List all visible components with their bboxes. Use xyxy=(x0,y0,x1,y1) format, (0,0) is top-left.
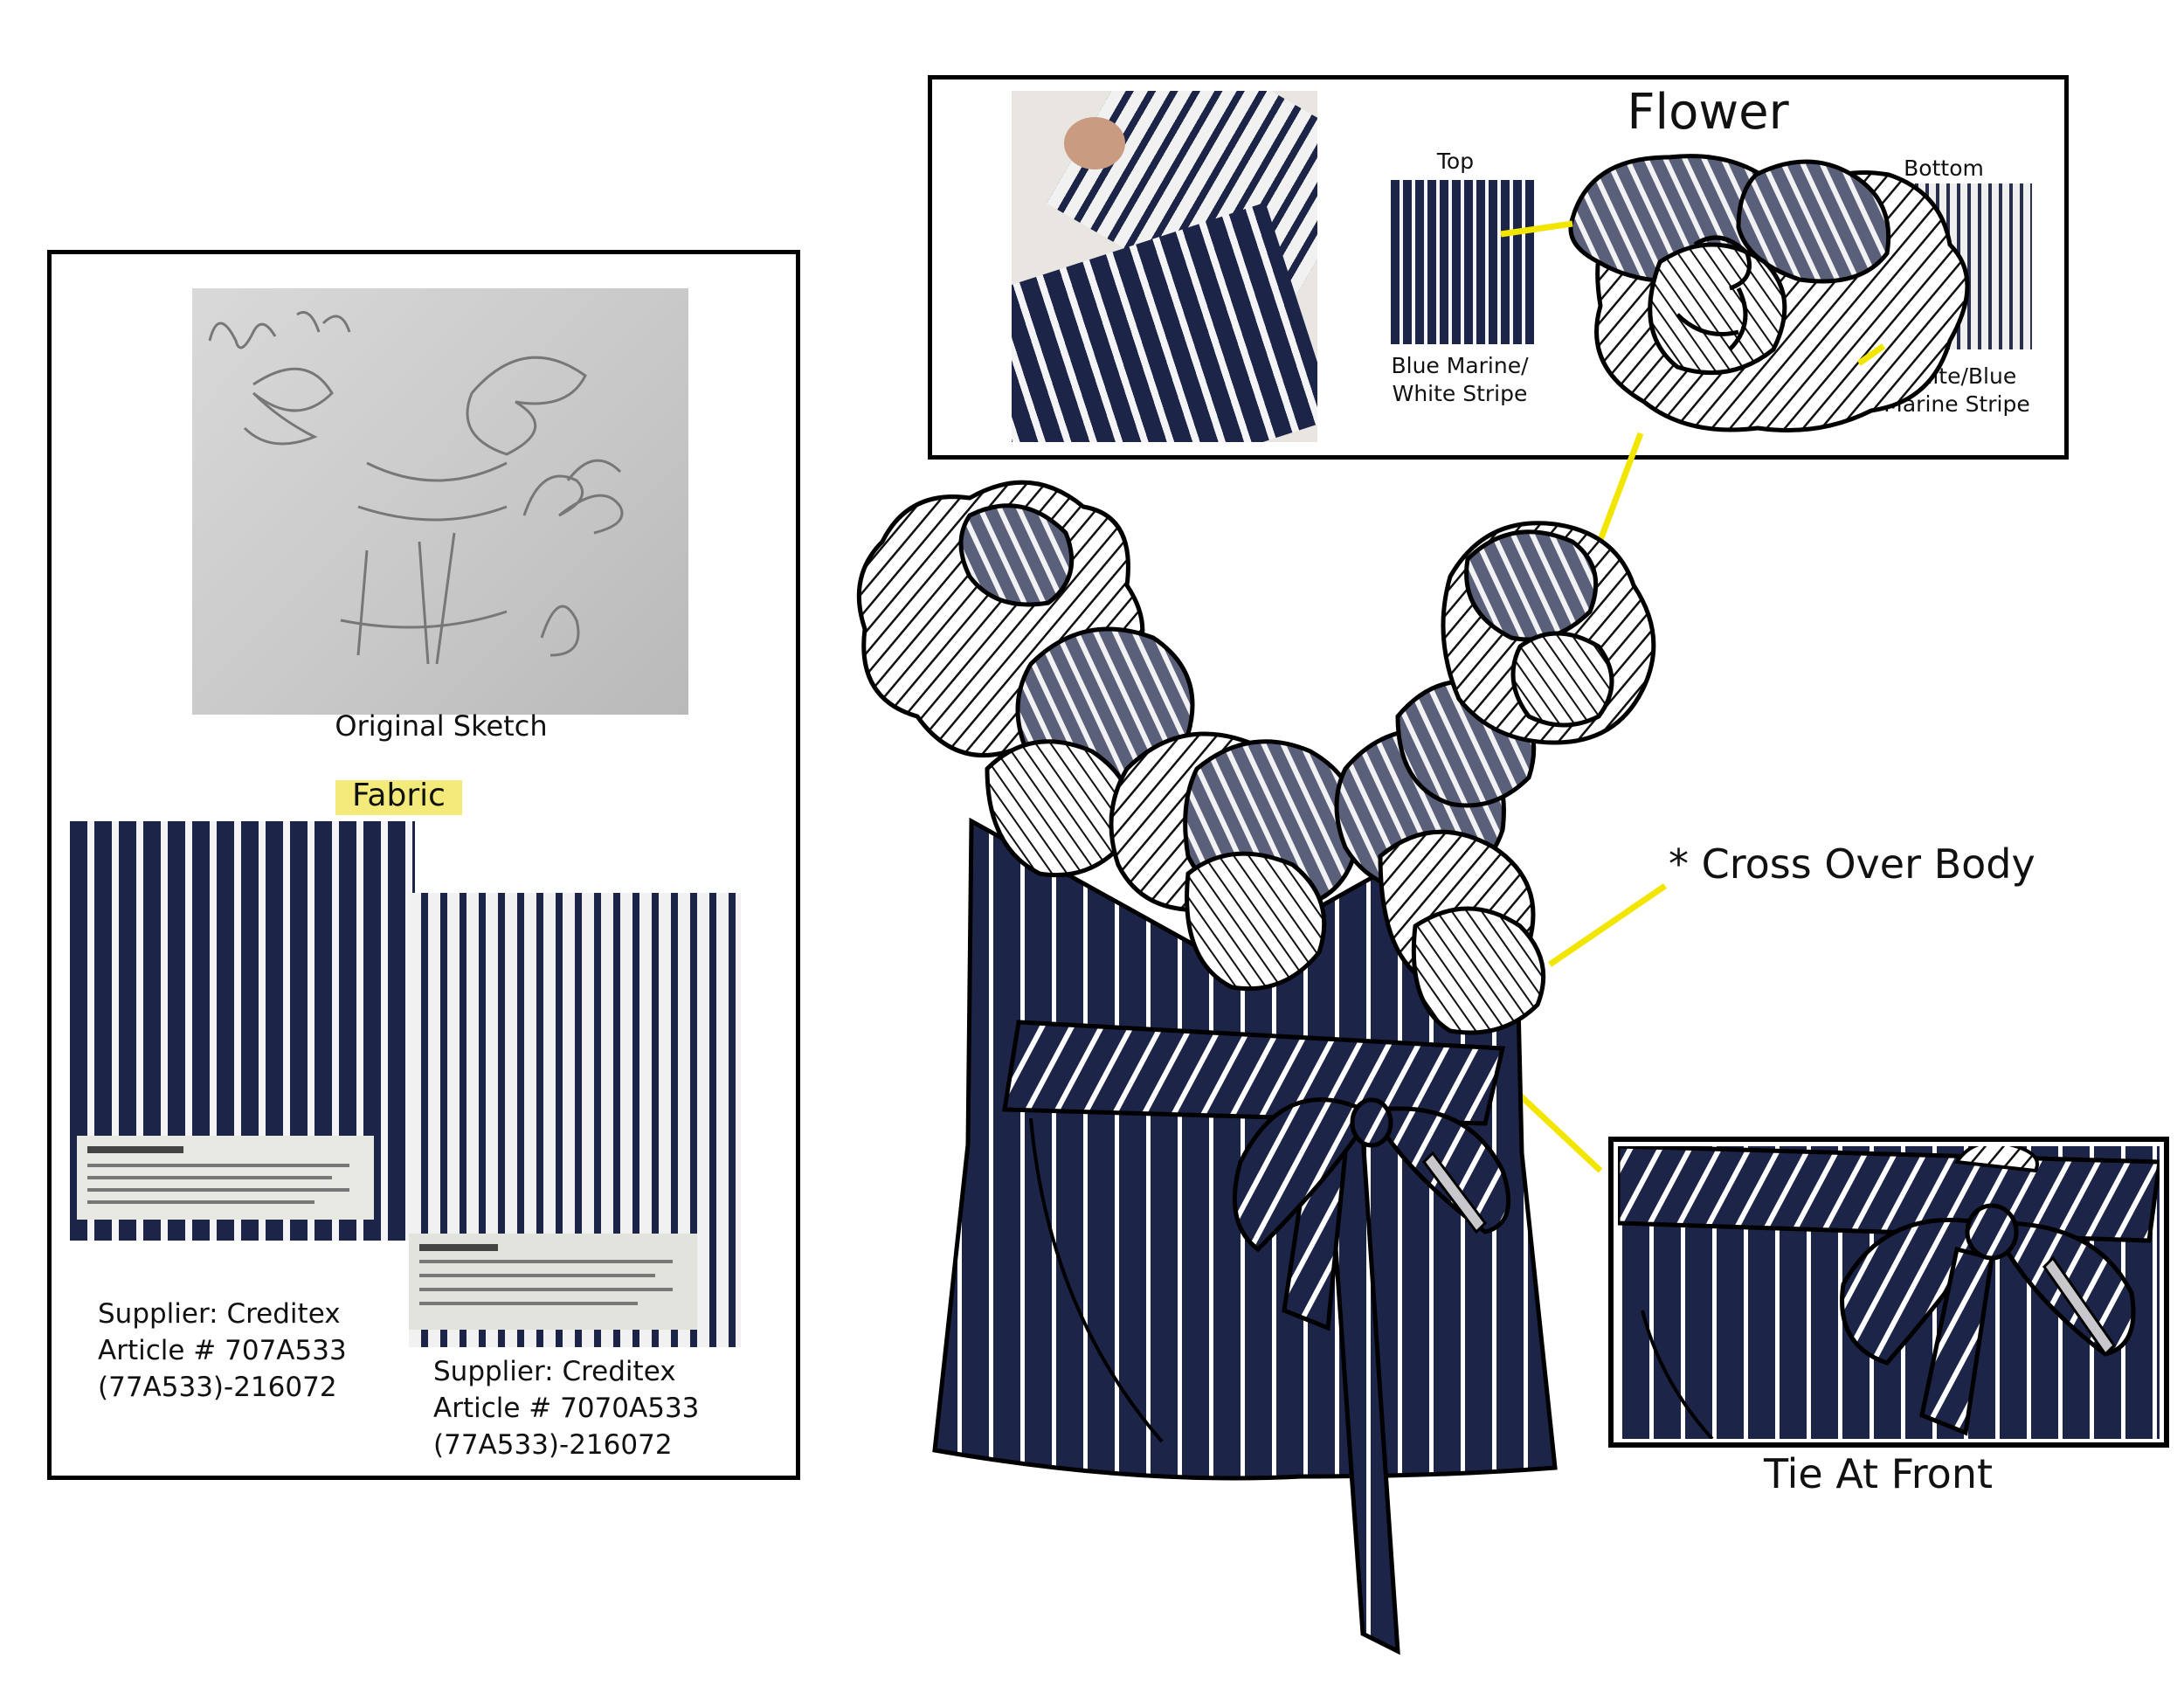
tie-detail xyxy=(1608,1137,2169,1448)
tag-line xyxy=(419,1288,673,1291)
tag-line xyxy=(87,1200,314,1204)
tag-line xyxy=(419,1274,655,1277)
flower-detail xyxy=(1568,154,1970,432)
flower-title: Flower xyxy=(1627,84,1789,141)
sketch-drawing xyxy=(208,311,624,665)
swatch1-article: Article # 707A533 xyxy=(98,1335,347,1366)
original-sketch-photo xyxy=(192,288,688,715)
top-caption-2: White Stripe xyxy=(1392,381,1528,406)
bottom-label: Bottom xyxy=(1904,156,1984,181)
top-swatch xyxy=(1391,180,1534,344)
fabric-heading: Fabric xyxy=(352,778,446,813)
fabric-swatch-white xyxy=(409,893,741,1347)
fabric-highlight xyxy=(335,780,462,815)
tag-line xyxy=(419,1302,638,1305)
tag-line xyxy=(87,1188,349,1192)
flower-fabric-photo xyxy=(1012,91,1317,442)
swatch2-article: Article # 7070A533 xyxy=(433,1393,700,1424)
cross-over-callout: * Cross Over Body xyxy=(1669,840,2035,888)
tag-line xyxy=(87,1176,332,1179)
tag-line xyxy=(87,1146,183,1153)
swatch1-code: (77A533)-216072 xyxy=(98,1372,337,1403)
fabric-swatch-navy xyxy=(70,821,415,1241)
swatch1-supplier: Supplier: Creditex xyxy=(98,1298,341,1330)
hand xyxy=(1064,117,1125,169)
leader-lines xyxy=(1488,220,1886,1173)
swatch2-supplier: Supplier: Creditex xyxy=(433,1356,676,1387)
top-garment xyxy=(856,480,1656,1656)
tag-line xyxy=(419,1244,498,1251)
sketch-caption: Original Sketch xyxy=(335,709,548,743)
top-label: Top xyxy=(1436,149,1475,174)
tag-line xyxy=(87,1164,349,1167)
swatch2-code: (77A533)-216072 xyxy=(433,1429,673,1461)
tie-front-callout: Tie At Front xyxy=(1763,1450,1994,1497)
top-caption-1: Blue Marine/ xyxy=(1391,353,1529,378)
tag-line xyxy=(419,1260,673,1263)
